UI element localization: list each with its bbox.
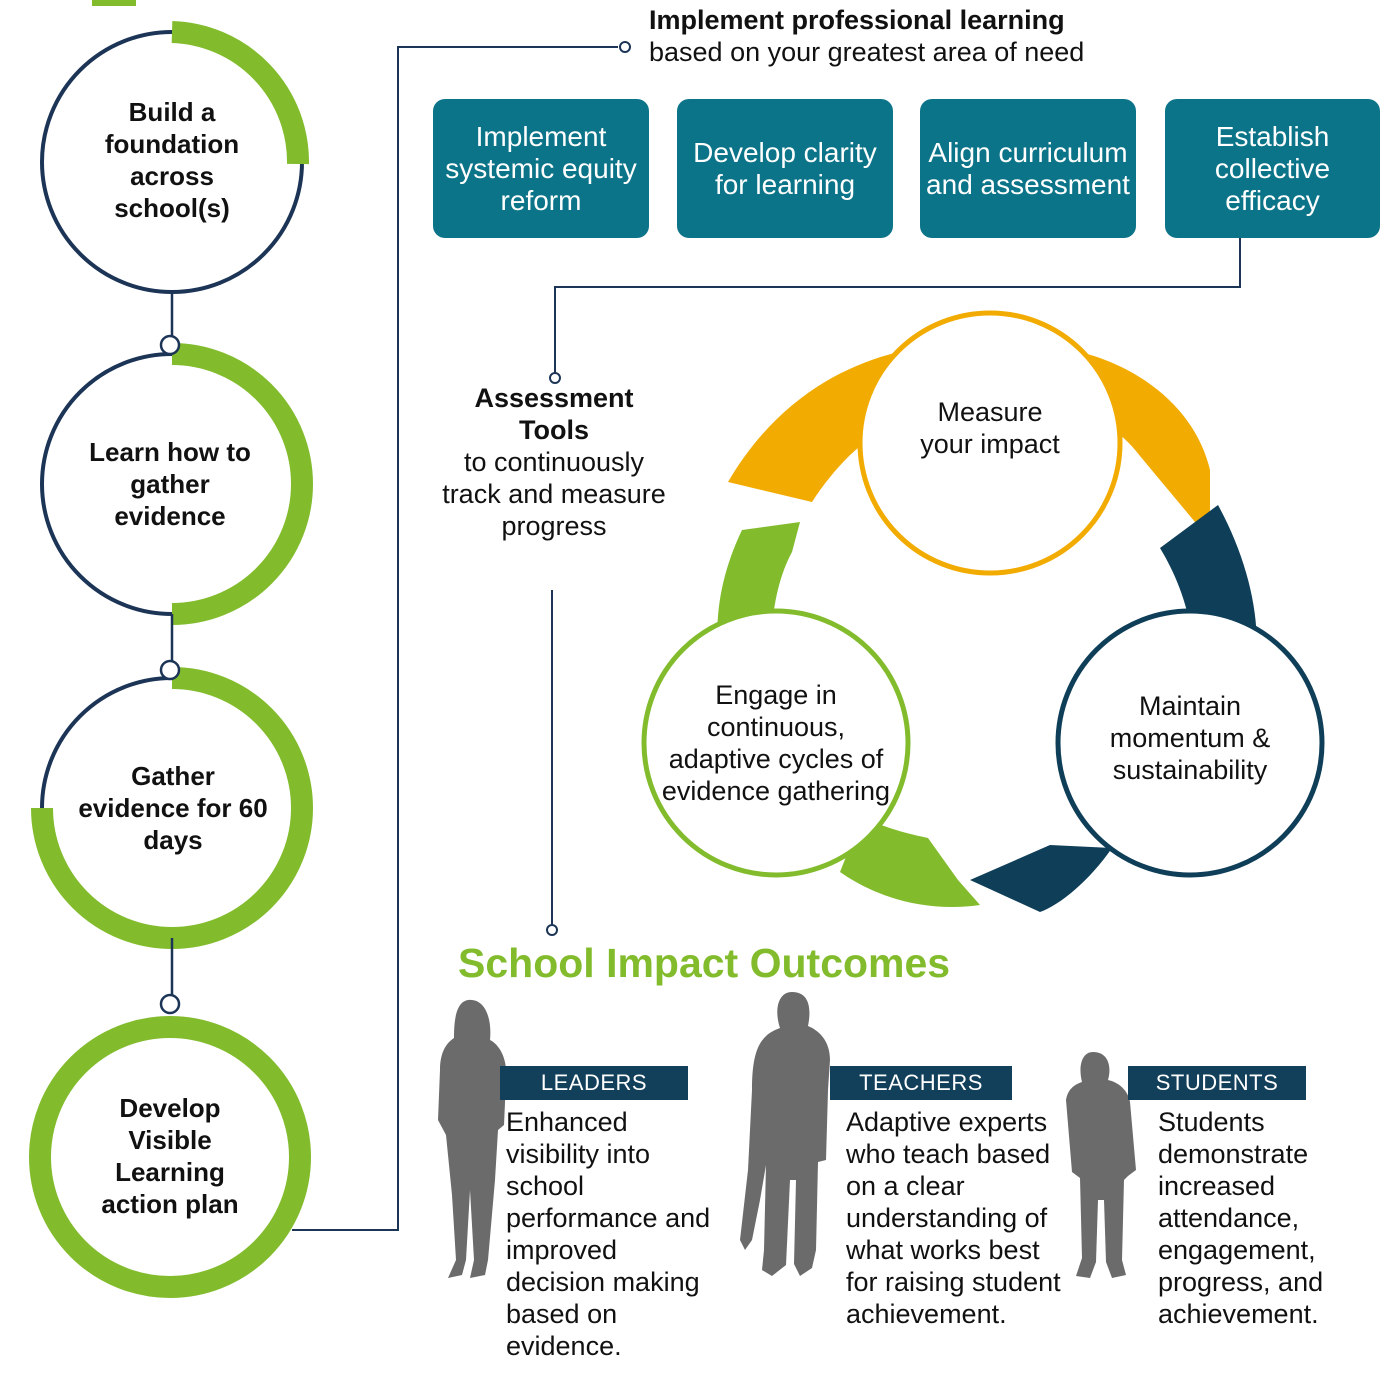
boxes-to-assessment-connector <box>549 238 1241 384</box>
maintain-label: Maintain momentum & sustainability <box>1109 691 1271 785</box>
step-4-label: Develop Visible Learning action plan <box>101 1093 239 1219</box>
option-box-curriculum: Align curriculum and assessment <box>920 99 1136 238</box>
cropped-heading-fragment <box>92 0 136 6</box>
assessment-text: to continuously track and measure progre… <box>442 447 666 541</box>
engage-label: Engage in continuous, adaptive cycles of… <box>661 680 891 806</box>
students-description: Students demonstrate increased attendanc… <box>1158 1107 1324 1329</box>
outcomes-heading: School Impact Outcomes <box>458 940 951 986</box>
option-box-efficacy: Establish collective efficacy <box>1165 99 1380 238</box>
teachers-tag: TEACHERS <box>830 1066 1012 1100</box>
step-2-label: Learn how to gather evidence <box>89 437 251 531</box>
teacher-silhouette <box>740 992 830 1276</box>
assessment-title: Assessment Tools <box>474 383 634 445</box>
teachers-description: Adaptive experts who teach based on a cl… <box>846 1107 1061 1329</box>
step-1-label: Build a foundation across school(s) <box>104 97 240 223</box>
leader-silhouette <box>438 999 507 1278</box>
step-ring-4 <box>29 1016 311 1298</box>
plan-to-learning-connector <box>292 41 631 1231</box>
step-3-label: Gather evidence for 60 days <box>78 761 268 855</box>
assessment-to-outcomes-connector <box>546 590 558 936</box>
leaders-description: Enhanced visibility into school performa… <box>506 1107 711 1361</box>
option-box-clarity: Develop clarity for learning <box>677 99 893 238</box>
engage-circle <box>641 608 911 878</box>
students-tag: STUDENTS <box>1128 1066 1306 1100</box>
maintain-circle <box>1055 608 1325 878</box>
professional-learning-title: Implement professional learning <box>649 5 1065 35</box>
measure-label: Measure your impact <box>920 397 1060 459</box>
leaders-tag: LEADERS <box>500 1066 688 1100</box>
professional-learning-subtitle: based on your greatest area of need <box>649 37 1085 67</box>
measure-circle <box>857 310 1123 576</box>
step-connectors <box>159 292 181 1015</box>
student-silhouette <box>1066 1052 1136 1278</box>
option-box-equity: Implement systemic equity reform <box>433 99 649 238</box>
cycle-arrow-green <box>717 522 980 907</box>
cycle-arrow-navy <box>970 505 1257 912</box>
